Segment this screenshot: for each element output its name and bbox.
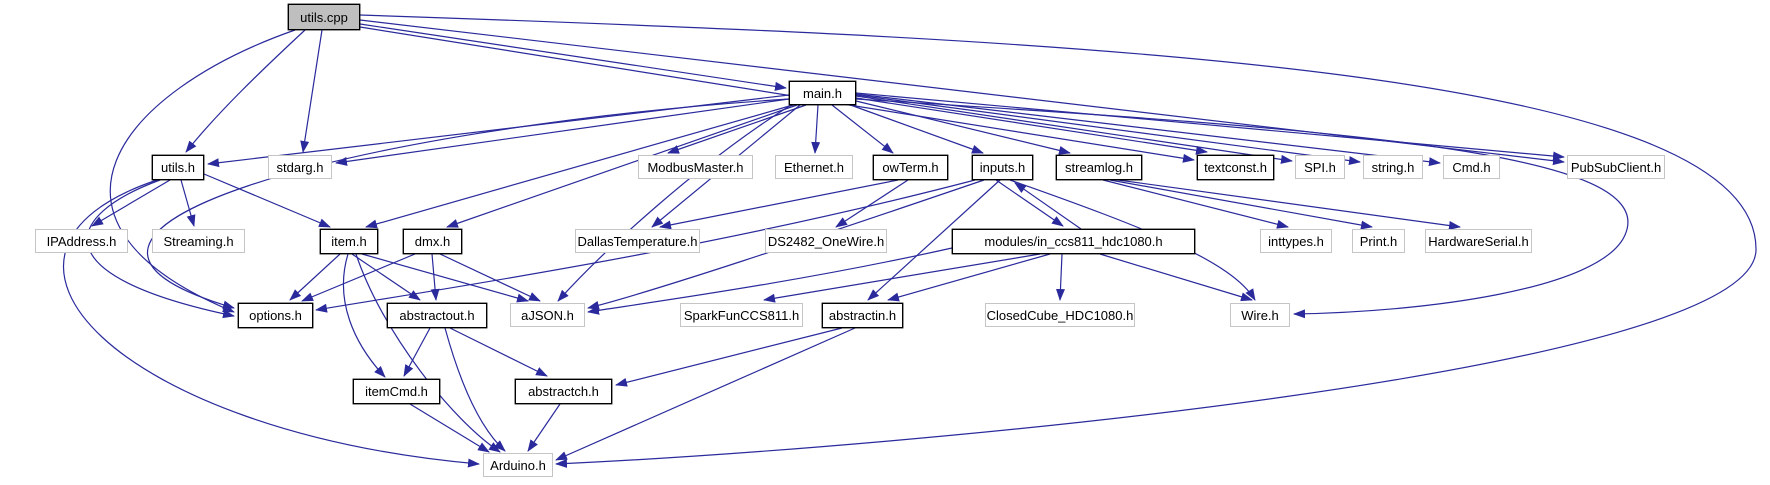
edge-utils-cpp-to-textconst-h [359,26,1195,163]
edge-main-h-to-cmd-h [855,93,1441,167]
node-cmd-h: Cmd.h [1443,155,1500,179]
edge-owterm-h-to-ds2482-onewire-h [835,179,909,228]
node-itemcmd-h[interactable]: itemCmd.h [353,379,440,404]
node-owterm-h[interactable]: owTerm.h [873,155,948,180]
node-print-h: Print.h [1352,229,1405,253]
edge-in-ccs811-hdc1080-h-to-closedcube-hdc1080-h [1055,253,1065,301]
node-in-ccs811-hdc1080-h[interactable]: modules/in_ccs811_hdc1080.h [952,229,1195,254]
node-pubsubclient-h: PubSubClient.h [1567,155,1665,179]
edge-main-h-to-streamlog-h [855,100,1071,155]
edge-abstractout-h-to-abstractch-h [449,327,548,377]
edge-abstractch-h-to-arduino-h [527,403,561,452]
edge-in-ccs811-hdc1080-h-to-wire-h [1099,253,1253,302]
node-arduino-h: Arduino.h [483,453,553,477]
node-hardwareserial-h: HardwareSerial.h [1425,229,1532,253]
node-streaming-h: Streaming.h [152,229,245,253]
edge-abstractin-h-to-arduino-h [555,327,856,461]
node-options-h[interactable]: options.h [238,303,313,328]
node-ds2482-onewire-h: DS2482_OneWire.h [765,229,887,253]
node-inttypes-h: inttypes.h [1260,229,1332,253]
edge-main-h-to-pubsubclient-h [855,92,1565,161]
edge-in-ccs811-hdc1080-h-to-abstractin-h [887,253,1051,302]
edge-streamlog-h-to-inttypes-h [1102,179,1289,229]
node-utils-cpp: utils.cpp [288,4,360,30]
edge-main-h-to-item-h [365,104,794,229]
node-utils-h[interactable]: utils.h [152,155,204,180]
edge-streamlog-h-to-hardwareserial-h [1117,179,1461,230]
edge-owterm-h-to-dallastemperature-h [659,179,899,230]
edge-dmx-h-to-options-h [301,253,416,302]
edge-utils-cpp-to-arduino-h [359,14,1757,468]
edge-abstractout-h-to-itemcmd-h [403,327,431,377]
edge-utils-h-to-ipaddress-h [91,179,171,227]
node-wire-h: Wire.h [1230,303,1290,327]
edge-main-h-to-wire-h [855,98,1629,319]
edge-utils-cpp-to-utils-h [185,29,306,153]
edge-main-h-to-modbusmaster-h [667,104,807,154]
node-streamlog-h[interactable]: streamlog.h [1056,155,1142,180]
edge-main-h-to-utils-h [207,94,790,168]
edge-in-ccs811-hdc1080-h-to-sparkfunccs811-h [763,253,1041,303]
node-main-h[interactable]: main.h [789,81,856,105]
edge-main-h-to-ethernet-h [811,104,821,154]
edge-main-h-to-inputs-h [844,102,984,154]
node-stdarg-h: stdarg.h [268,155,332,179]
node-spi-h: SPI.h [1295,155,1345,179]
edge-item-h-to-itemcmd-h [342,253,386,378]
node-closedcube-hdc1080-h: ClosedCube_HDC1080.h [985,303,1135,327]
edge-utils-cpp-to-main-h [359,23,787,91]
edge-dmx-h-to-ajson-h [439,253,541,302]
edge-utils-h-to-streaming-h [180,179,196,227]
edge-dmx-h-to-abstractout-h [430,253,440,301]
node-ethernet-h: Ethernet.h [775,155,853,179]
node-string-h: string.h [1363,155,1423,179]
edge-main-h-to-options-h [146,98,790,310]
node-item-h[interactable]: item.h [320,229,378,254]
edge-utils-cpp-to-options-h [109,29,296,313]
node-abstractout-h[interactable]: abstractout.h [387,303,487,328]
node-ipaddress-h: IPAddress.h [35,229,128,253]
node-inputs-h[interactable]: inputs.h [972,155,1033,180]
node-abstractin-h[interactable]: abstractin.h [822,303,903,328]
edge-main-h-to-dmx-h [446,104,798,228]
node-dallastemperature-h: DallasTemperature.h [575,229,700,253]
edge-item-h-to-options-h [289,253,341,301]
edge-inputs-h-to-ajson-h [587,179,985,310]
edge-main-h-to-owterm-h [831,104,894,154]
edge-item-h-to-abstractout-h [351,253,421,301]
edge-item-h-to-arduino-h [355,253,501,453]
edges-group [63,14,1757,468]
edge-item-h-to-ajson-h [361,253,529,303]
node-dmx-h[interactable]: dmx.h [403,229,462,254]
edge-itemcmd-h-to-arduino-h [409,403,490,453]
node-abstractch-h[interactable]: abstractch.h [515,379,612,404]
edge-inputs-h-to-in-ccs811-hdc1080-h [995,179,1064,227]
edge-utils-h-to-item-h [203,173,331,228]
edge-in-ccs811-hdc1080-h-to-inputs-h [1014,182,1082,230]
edge-utils-cpp-to-stdarg-h [300,29,323,153]
edge-utils-h-to-arduino-h [63,179,480,468]
edge-abstractin-h-to-abstractch-h [615,327,843,387]
edge-in-ccs811-hdc1080-h-to-ajson-h [587,247,953,315]
node-modbusmaster-h: ModbusMaster.h [638,155,753,179]
node-textconst-h[interactable]: textconst.h [1197,155,1274,180]
edge-main-h-to-spi-h [855,95,1293,164]
node-ajson-h: aJSON.h [510,303,585,327]
node-sparkfunccs811-h: SparkFunCCS811.h [680,303,803,327]
edge-main-h-to-stdarg-h [335,98,790,166]
edge-streamlog-h-to-print-h [1109,179,1373,230]
edge-inputs-h-to-abstractin-h [867,179,1001,301]
edge-main-h-to-textconst-h [855,97,1208,155]
edge-main-h-to-ajson-h [557,104,792,302]
edge-inputs-h-to-options-h [315,179,976,313]
edge-abstractout-h-to-arduino-h [444,327,506,452]
edge-main-h-to-string-h [855,94,1361,166]
